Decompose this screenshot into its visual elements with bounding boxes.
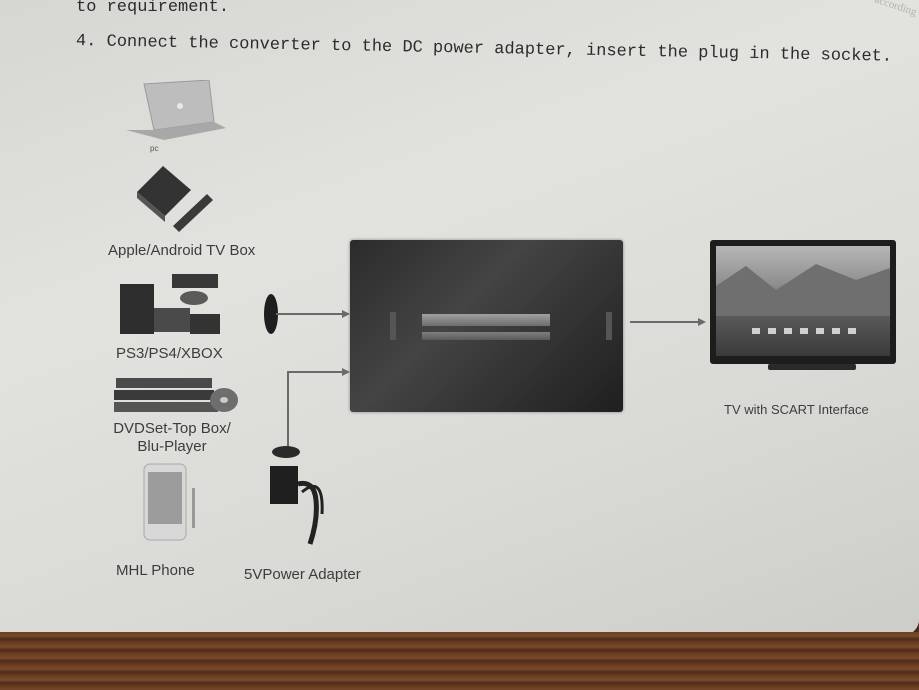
dvd-player-icon: [112, 374, 240, 416]
game-console-icon: [118, 268, 224, 338]
instruction-line-4: 4. Connect the converter to the DC power…: [75, 32, 893, 67]
page-corner-text: according: [872, 0, 918, 19]
hdmi-plug-icon: [262, 292, 352, 336]
converter-front-panel: [422, 314, 550, 326]
converter-box: [350, 240, 623, 412]
phone-icon: [142, 462, 202, 542]
tv-screen: [716, 246, 890, 356]
consoles-label: PS3/PS4/XBOX: [116, 345, 223, 362]
laptop-icon: [124, 80, 234, 144]
converter-port-right: [606, 312, 612, 340]
mhl-phone-label: MHL Phone: [116, 562, 195, 579]
television-icon: [710, 240, 896, 370]
power-adapter-icon: [262, 444, 332, 548]
dvd-label: DVDSet-Top Box/ Blu-Player: [113, 420, 231, 455]
converter-port-left: [390, 312, 396, 340]
wooden-table: [0, 632, 919, 690]
tv-box-label: Apple/Android TV Box: [108, 242, 256, 259]
tv-box-icon: [133, 160, 215, 238]
converter-front-panel-lower: [422, 332, 550, 340]
output-arrow: [630, 316, 706, 328]
tv-label: TV with SCART Interface: [724, 402, 869, 417]
tv-stand: [768, 364, 856, 370]
power-cable-line: [282, 366, 352, 452]
pc-label: pc: [150, 144, 159, 153]
instruction-line-3: to requirement.: [76, 0, 230, 17]
manual-page: to requirement. 4. Connect the converter…: [0, 0, 919, 640]
power-adapter-label: 5VPower Adapter: [244, 566, 361, 583]
